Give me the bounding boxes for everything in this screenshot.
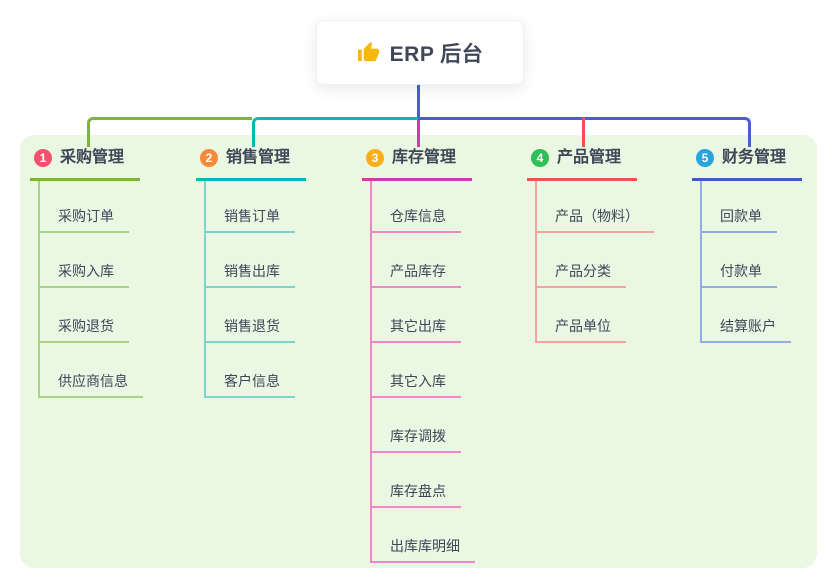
child-node[interactable]: 库存调拨	[370, 398, 461, 453]
child-node[interactable]: 其它出库	[370, 288, 461, 343]
branches-panel	[20, 135, 817, 568]
child-node-label: 结算账户	[720, 318, 776, 334]
child-node[interactable]: 采购退货	[38, 288, 129, 343]
branch-children: 仓库信息 产品库存 其它出库 其它入库 库存调拨 库存盘点 出库库明细	[370, 181, 475, 563]
branch-node[interactable]: 2 销售管理	[196, 146, 307, 181]
branch-children: 采购订单 采购入库 采购退货 供应商信息	[38, 181, 143, 398]
root-stem-connector	[417, 83, 420, 120]
branch-number-badge: 3	[366, 149, 384, 167]
branch-number-badge: 1	[34, 149, 52, 167]
branch-label: 销售管理	[226, 149, 291, 166]
child-node-label: 供应商信息	[58, 373, 128, 389]
child-node[interactable]: 采购入库	[38, 233, 129, 288]
child-node-label: 库存盘点	[390, 483, 446, 499]
branch-label: 财务管理	[722, 149, 787, 166]
trunk-connector-left	[87, 117, 252, 147]
child-node[interactable]: 销售出库	[204, 233, 295, 288]
child-node-label: 产品库存	[390, 263, 446, 279]
child-node-label: 回款单	[720, 208, 762, 224]
branch-children: 销售订单 销售出库 销售退货 客户信息	[204, 181, 295, 398]
child-node[interactable]: 产品库存	[370, 233, 461, 288]
child-node[interactable]: 库存盘点	[370, 453, 461, 508]
child-node[interactable]: 回款单	[700, 181, 777, 233]
child-node-label: 客户信息	[224, 373, 280, 389]
child-node-label: 采购入库	[58, 263, 114, 279]
child-node-label: 销售退货	[224, 318, 280, 334]
branch4-drop-connector	[582, 117, 585, 147]
child-node[interactable]: 采购订单	[38, 181, 129, 233]
child-node-label: 销售出库	[224, 263, 280, 279]
branch3-drop-connector	[417, 120, 420, 147]
child-node-label: 出库库明细	[390, 538, 460, 554]
branch-2: 2 销售管理 销售订单 销售出库 销售退货 客户信息	[196, 146, 307, 398]
child-node-label: 其它入库	[390, 373, 446, 389]
child-node-label: 产品分类	[555, 263, 611, 279]
child-node[interactable]: 出库库明细	[370, 508, 475, 563]
thumbs-up-icon	[357, 41, 380, 64]
branch-3: 3 库存管理 仓库信息 产品库存 其它出库 其它入库 库存调拨 库存盘点 出库库…	[362, 146, 475, 563]
branch-label: 采购管理	[60, 149, 125, 166]
child-node[interactable]: 销售退货	[204, 288, 295, 343]
child-node[interactable]: 产品分类	[535, 233, 626, 288]
child-node-label: 产品（物料）	[555, 208, 639, 224]
child-node-label: 销售订单	[224, 208, 280, 224]
child-node-label: 仓库信息	[390, 208, 446, 224]
child-node[interactable]: 产品（物料）	[535, 181, 654, 233]
child-node[interactable]: 仓库信息	[370, 181, 461, 233]
branch-label: 库存管理	[392, 149, 457, 166]
child-node[interactable]: 产品单位	[535, 288, 626, 343]
branch-4: 4 产品管理 产品（物料） 产品分类 产品单位	[527, 146, 654, 343]
child-node[interactable]: 销售订单	[204, 181, 295, 233]
child-node[interactable]: 其它入库	[370, 343, 461, 398]
child-node-label: 采购订单	[58, 208, 114, 224]
branch-number-badge: 4	[531, 149, 549, 167]
child-node[interactable]: 结算账户	[700, 288, 791, 343]
branch-node[interactable]: 1 采购管理	[30, 146, 141, 181]
child-node-label: 采购退货	[58, 318, 114, 334]
branch-number-badge: 2	[200, 149, 218, 167]
child-node-label: 库存调拨	[390, 428, 446, 444]
branch-node[interactable]: 5 财务管理	[692, 146, 803, 181]
root-node-label: ERP 后台	[389, 42, 484, 66]
child-node-label: 产品单位	[555, 318, 611, 334]
branch-children: 回款单 付款单 结算账户	[700, 181, 791, 343]
branch-5: 5 财务管理 回款单 付款单 结算账户	[692, 146, 803, 343]
branch-1: 1 采购管理 采购订单 采购入库 采购退货 供应商信息	[30, 146, 143, 398]
root-node[interactable]: ERP 后台	[316, 20, 524, 85]
branch-node[interactable]: 3 库存管理	[362, 146, 473, 181]
trunk-connector-mid	[252, 117, 418, 147]
branch-node[interactable]: 4 产品管理	[527, 146, 638, 181]
child-node-label: 付款单	[720, 263, 762, 279]
child-node-label: 其它出库	[390, 318, 446, 334]
branch-label: 产品管理	[557, 149, 622, 166]
child-node[interactable]: 客户信息	[204, 343, 295, 398]
branch-number-badge: 5	[696, 149, 714, 167]
branch-children: 产品（物料） 产品分类 产品单位	[535, 181, 654, 343]
child-node[interactable]: 付款单	[700, 233, 777, 288]
child-node[interactable]: 供应商信息	[38, 343, 143, 398]
